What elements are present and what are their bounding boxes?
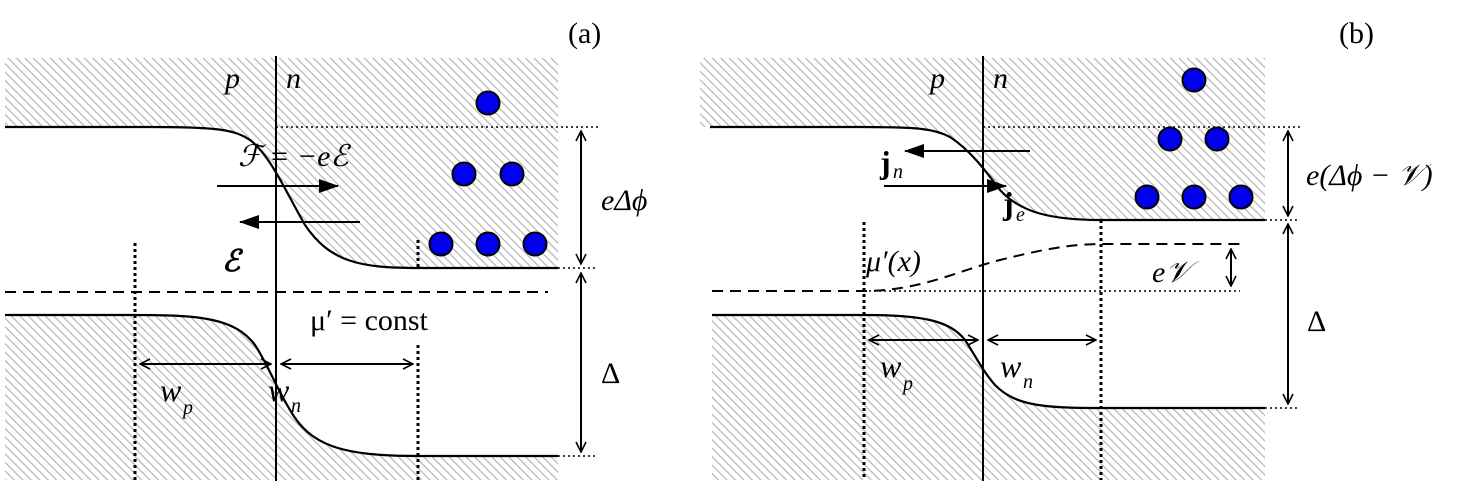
panel-a: (a) p n ℱ = −eℰ ℰ eΔϕ Δ μ′ = const w p w…	[5, 17, 647, 481]
electron	[522, 231, 548, 257]
svg-text:j: j	[879, 144, 891, 180]
svg-text:n: n	[1023, 371, 1033, 393]
svg-text:p: p	[181, 397, 193, 419]
conduction-band-edge-a	[5, 125, 558, 270]
region-n-label-a: n	[286, 62, 301, 95]
electrons-b	[1134, 67, 1254, 210]
svg-text:w: w	[160, 372, 182, 408]
svg-text:p: p	[901, 373, 913, 395]
electron	[475, 231, 501, 257]
gap-label-a: Δ	[601, 357, 620, 390]
electron	[451, 161, 477, 187]
conduction-band-fill-a	[5, 58, 558, 268]
panel-label-a: (a)	[568, 17, 601, 50]
field-label: ℰ	[222, 245, 244, 278]
wn-label-b: w n	[1000, 348, 1033, 393]
electron	[1181, 67, 1207, 93]
barrier-label-a: eΔϕ	[601, 184, 647, 217]
svg-text:w: w	[1000, 348, 1022, 384]
svg-text:j: j	[1002, 185, 1014, 221]
electron	[475, 90, 501, 116]
electron	[1181, 184, 1207, 210]
fermi-label-a: μ′ = const	[310, 304, 429, 337]
region-n-label-b: n	[993, 62, 1008, 95]
wn-label-a: w n	[268, 372, 301, 417]
conduction-band-edge-b	[710, 125, 1265, 222]
svg-text:n: n	[291, 395, 301, 417]
wp-label-a: w p	[160, 372, 193, 419]
fermi-level-b	[712, 243, 1245, 292]
panel-b: (b) p n j n j e e(Δϕ − 𝒱) Δ μ′(x) e𝒱 w p…	[700, 17, 1433, 481]
svg-text:n: n	[893, 161, 903, 183]
electron	[1157, 126, 1183, 152]
je-label: j e	[1002, 185, 1025, 226]
electron	[499, 161, 525, 187]
electron	[1204, 126, 1230, 152]
valence-band-edge-b	[712, 313, 1265, 410]
region-p-label-b: p	[928, 62, 945, 95]
valence-band-edge-a	[5, 313, 558, 458]
gap-label-b: Δ	[1307, 305, 1326, 338]
valence-band-fill-b	[712, 315, 1265, 480]
panel-label-b: (b)	[1339, 17, 1374, 50]
svg-text:w: w	[268, 372, 290, 408]
fermi-label-b: μ′(x)	[865, 245, 921, 278]
barrier-label-b: e(Δϕ − 𝒱)	[1306, 159, 1433, 192]
force-label: ℱ = −eℰ	[238, 140, 351, 173]
electron	[1134, 184, 1160, 210]
region-p-label-a: p	[223, 62, 240, 95]
svg-text:e: e	[1016, 204, 1025, 226]
valence-band-fill-a	[5, 315, 558, 480]
electrons-a	[428, 90, 548, 257]
bias-label: e𝒱	[1152, 256, 1199, 289]
electron	[1228, 184, 1254, 210]
electron	[428, 231, 454, 257]
wp-label-b: w p	[880, 348, 913, 395]
svg-text:w: w	[880, 348, 902, 384]
jn-label: j n	[879, 144, 903, 183]
